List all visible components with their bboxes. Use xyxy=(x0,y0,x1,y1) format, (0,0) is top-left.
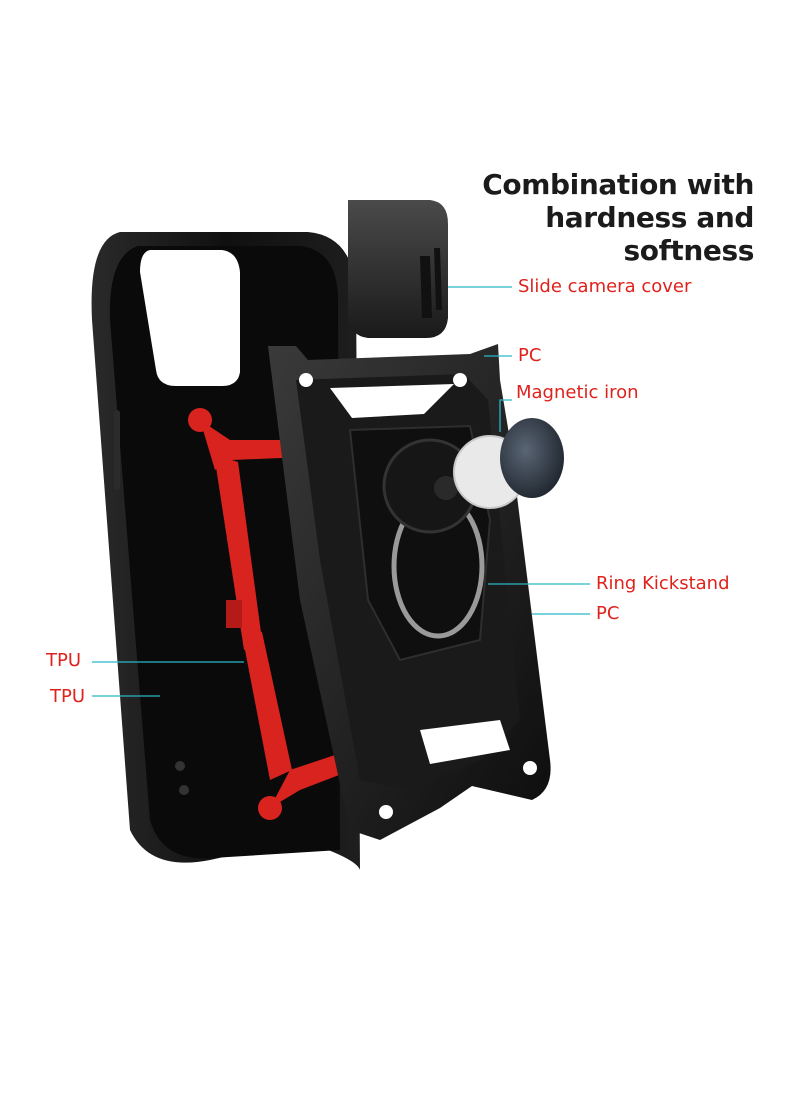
callout-pc-side: PC xyxy=(596,603,620,624)
callout-slide-camera-cover: Slide camera cover xyxy=(518,276,692,297)
slide-camera-cover xyxy=(348,200,448,338)
headline: Combination with hardness and softness xyxy=(414,168,754,267)
leader-lines xyxy=(92,286,590,697)
leader-line-magnetic-iron xyxy=(499,399,512,432)
magnetic-iron xyxy=(453,418,564,509)
headline-line-1: Combination with xyxy=(482,168,754,201)
callout-tpu-1: TPU xyxy=(46,650,82,671)
callout-ring-kickstand: Ring Kickstand xyxy=(596,573,730,594)
ring-kickstand xyxy=(382,438,485,639)
callout-tpu-2: TPU xyxy=(50,686,86,707)
callout-magnetic-iron: Magnetic iron xyxy=(516,382,639,403)
callout-pc-top: PC xyxy=(518,345,542,366)
headline-line-2: hardness and softness xyxy=(545,201,754,267)
